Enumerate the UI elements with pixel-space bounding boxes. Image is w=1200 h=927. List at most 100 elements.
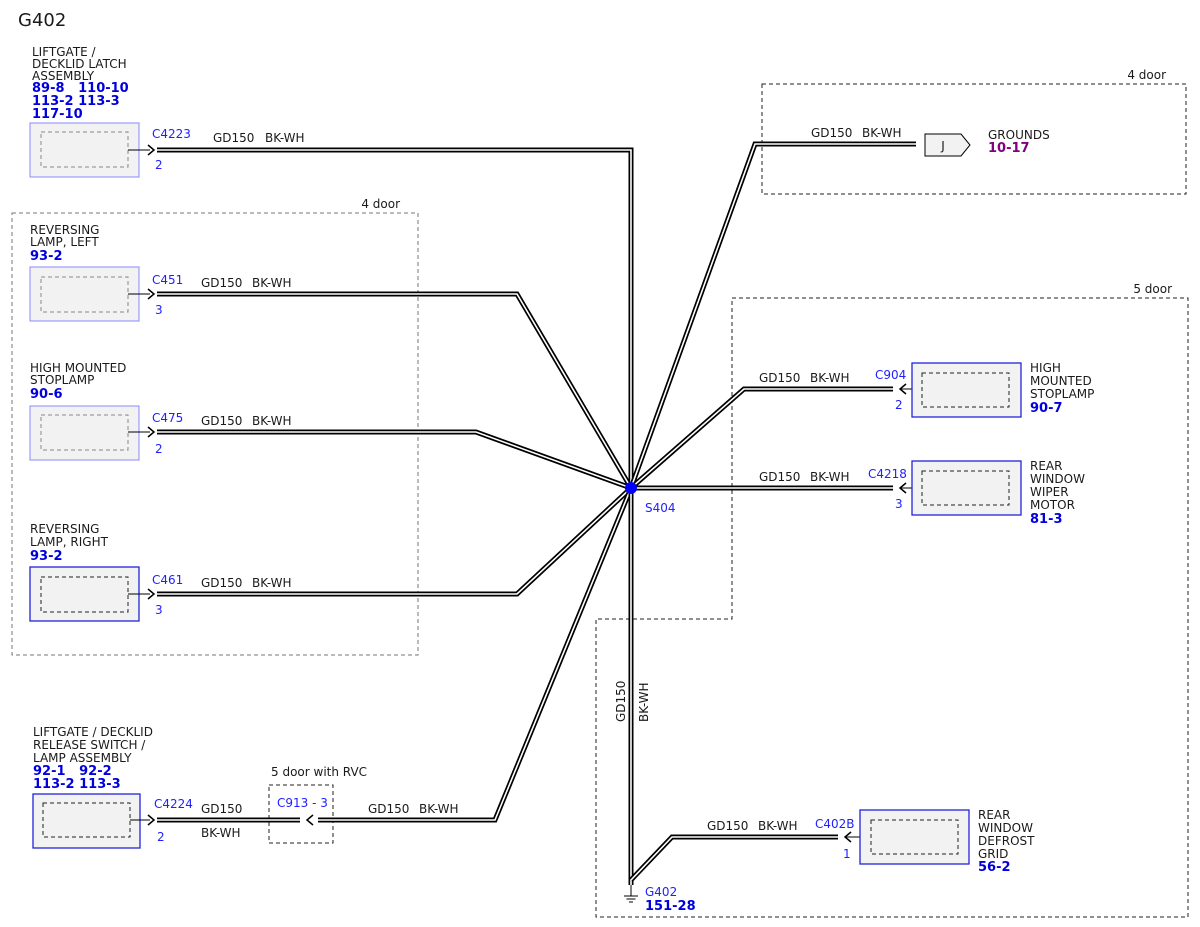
rev-left-connector[interactable]: C451 (152, 273, 183, 287)
hmsl-right-pin: 2 (895, 398, 903, 412)
hmsl-left-name-line-2: STOPLAMP (30, 373, 94, 387)
defrost-inner-box (870, 819, 959, 855)
inline-connector-chevron-icon (305, 814, 314, 826)
wire-label-wiper-color: BK-WH (810, 470, 850, 484)
defrost-name-line-2: WINDOW (978, 821, 1033, 835)
latch-ref-line-2[interactable]: 113-2 113-3 (32, 94, 120, 109)
release-name-line-1: LIFTGATE / DECKLID (33, 725, 153, 739)
defrost-name-line-3: DEFROST (978, 834, 1035, 848)
grounds-label: GROUNDS (988, 128, 1050, 142)
component-wiper[interactable]: C4218 3 REAR WINDOW WIPER MOTOR 81-3 (868, 459, 1085, 527)
group-box-top-right-4door (761, 83, 1187, 195)
inline-connector-c913[interactable]: C913 - 3 (277, 796, 328, 826)
wire-label-release2-circuit: GD150 (368, 802, 409, 816)
component-hmsl-right[interactable]: C904 2 HIGH MOUNTED STOPLAMP 90-7 (875, 361, 1094, 418)
hmsl-left-ref[interactable]: 90-6 (30, 387, 63, 402)
latch-pin: 2 (155, 158, 163, 172)
wire-rev-left (157, 291, 634, 490)
hmsl-left-connector-chevron-icon (147, 426, 156, 438)
latch-name-line-1: LIFTGATE / (32, 45, 97, 59)
release-connector[interactable]: C4224 (154, 797, 193, 811)
release-ref-line-2[interactable]: 113-2 113-3 (33, 777, 121, 792)
wire-hmsl-right-core (630, 388, 893, 489)
defrost-ref[interactable]: 56-2 (978, 860, 1011, 875)
defrost-name-line-1: REAR (978, 808, 1010, 822)
wire-label-hmsl-left-circuit: GD150 (201, 414, 242, 428)
rev-right-name-line-2: LAMP, RIGHT (30, 535, 109, 549)
group-label-rvc: 5 door with RVC (271, 765, 367, 779)
grounds-tag-icon (924, 133, 971, 157)
wire-label-rev-left-color: BK-WH (252, 276, 292, 290)
rev-right-ref[interactable]: 93-2 (30, 549, 63, 564)
wire-grounds (628, 141, 916, 489)
group-label-left-4door: 4 door (361, 197, 400, 211)
wire-label-ground-color: BK-WH (637, 682, 651, 722)
wiper-ref[interactable]: 81-3 (1030, 512, 1063, 527)
latch-ref-line-1[interactable]: 89-8 110-10 (32, 81, 129, 96)
release-name-line-2: RELEASE SWITCH / (33, 738, 146, 752)
diagram-title: G402 (18, 10, 66, 31)
hmsl-left-name-line-1: HIGH MOUNTED (30, 361, 126, 375)
component-grounds[interactable]: J GROUNDS 10-17 (924, 128, 1050, 157)
wire-label-ground-circuit: GD150 (614, 681, 628, 722)
defrost-name-line-4: GRID (978, 847, 1008, 861)
hmsl-left-inner-box (40, 414, 129, 451)
wire-defrost-core (630, 836, 838, 881)
group-box-rvc (268, 784, 334, 844)
wire-label-latch-color: BK-WH (265, 131, 305, 145)
ground-ref[interactable]: 151-28 (645, 899, 696, 914)
wiper-name-line-4: MOTOR (1030, 498, 1075, 512)
wire-label-wiper-circuit: GD150 (759, 470, 800, 484)
group-box-right-5door (595, 297, 1189, 918)
wire-label-release-circuit: GD150 (201, 802, 242, 816)
rev-right-connector[interactable]: C461 (152, 573, 183, 587)
defrost-connector[interactable]: C402B (815, 817, 855, 831)
rev-right-name-line-1: REVERSING (30, 522, 99, 536)
wires-group (157, 141, 916, 885)
wiper-inner-box (921, 470, 1010, 506)
release-name-line-3: LAMP ASSEMBLY (33, 751, 132, 765)
wire-hmsl-left (157, 429, 632, 491)
hmsl-right-name-line-2: MOUNTED (1030, 374, 1092, 388)
splice-dot[interactable] (625, 482, 637, 494)
wiper-pin: 3 (895, 497, 903, 511)
component-latch[interactable]: LIFTGATE / DECKLID LATCH ASSEMBLY 89-8 1… (29, 45, 191, 178)
wire-release-core (318, 487, 632, 821)
wire-label-rev-left-circuit: GD150 (201, 276, 242, 290)
component-defrost[interactable]: C402B 1 REAR WINDOW DEFROST GRID 56-2 (815, 808, 1035, 875)
wire-hmsl-left-core (157, 431, 632, 489)
wiper-connector[interactable]: C4218 (868, 467, 907, 481)
wire-latch-core (157, 149, 632, 488)
wire-label-latch-circuit: GD150 (213, 131, 254, 145)
wire-grounds-core (630, 143, 916, 489)
wire-label-release-color: BK-WH (201, 826, 241, 840)
component-rev-right[interactable]: REVERSING LAMP, RIGHT 93-2 C461 3 (29, 522, 183, 622)
rev-left-pin: 3 (155, 303, 163, 317)
hmsl-right-connector[interactable]: C904 (875, 368, 906, 382)
hmsl-left-connector[interactable]: C475 (152, 411, 183, 425)
wire-rev-right-core (157, 487, 632, 595)
latch-connector-chevron-icon (147, 144, 156, 156)
hmsl-right-inner-box (921, 372, 1010, 408)
rev-left-connector-chevron-icon (147, 288, 156, 300)
latch-ref-line-3[interactable]: 117-10 (32, 107, 83, 122)
defrost-pin: 1 (843, 847, 851, 861)
component-release[interactable]: LIFTGATE / DECKLID RELEASE SWITCH / LAMP… (32, 725, 193, 849)
ground-symbol-icon (624, 885, 638, 903)
inline-connector-label[interactable]: C913 - 3 (277, 796, 328, 810)
wire-labels: GD150 BK-WH GD150 BK-WH GD150 BK-WH GD15… (201, 126, 902, 840)
release-ref-line-1[interactable]: 92-1 92-2 (33, 764, 112, 779)
grounds-ref[interactable]: 10-17 (988, 141, 1030, 156)
hmsl-right-ref[interactable]: 90-7 (1030, 401, 1063, 416)
wire-rev-left-core (157, 293, 632, 489)
latch-name-line-3: ASSEMBLY (32, 69, 95, 83)
wire-defrost (629, 834, 838, 882)
latch-inner-box (40, 131, 129, 168)
ground-label: G402 (645, 885, 677, 899)
hmsl-right-name-line-1: HIGH (1030, 361, 1061, 375)
component-hmsl-left[interactable]: HIGH MOUNTED STOPLAMP 90-6 C475 2 (29, 361, 183, 461)
latch-connector[interactable]: C4223 (152, 127, 191, 141)
component-rev-left[interactable]: REVERSING LAMP, LEFT 93-2 C451 3 (29, 223, 183, 322)
rev-left-ref[interactable]: 93-2 (30, 249, 63, 264)
